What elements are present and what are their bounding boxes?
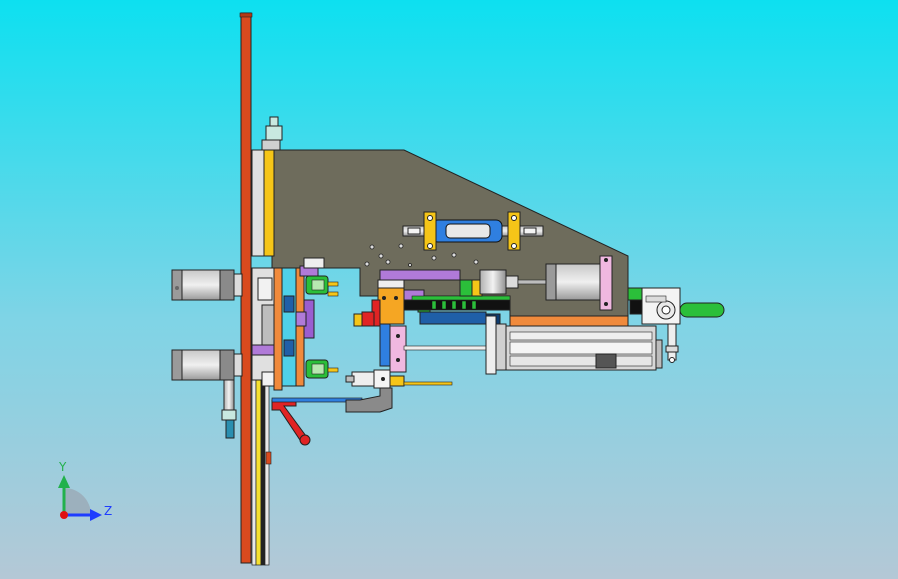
gray-l-bracket — [345, 387, 393, 413]
y-axis-label: Y — [58, 460, 67, 474]
green-output-shaft — [679, 302, 725, 318]
left-upper-cylinder — [171, 269, 243, 301]
upper-green-nozzle — [305, 275, 339, 297]
adjustment-slot-unit — [402, 211, 544, 251]
body-screw-holes — [364, 243, 479, 267]
triad-origin — [60, 511, 68, 519]
y-axis-arrow — [58, 475, 70, 488]
triad-rotation-arc — [64, 488, 91, 515]
left-lower-cylinder — [171, 349, 243, 381]
right-pneumatic-cylinder — [545, 255, 613, 311]
z-axis-arrow — [90, 509, 102, 521]
gripper-unit — [345, 369, 453, 389]
lower-linear-module — [485, 315, 663, 375]
orange-clamp-block — [377, 287, 405, 325]
lower-green-nozzle — [305, 359, 339, 379]
z-axis-label: Z — [104, 504, 112, 518]
